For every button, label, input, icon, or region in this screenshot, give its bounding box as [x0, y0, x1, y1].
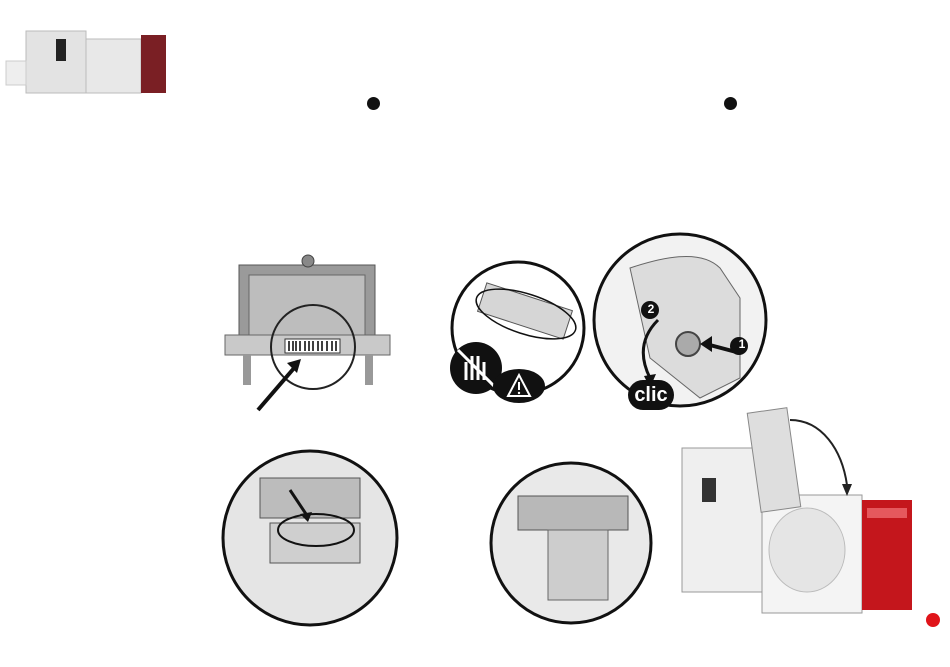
- clic-label: clic: [628, 380, 674, 410]
- warning-triangle-icon: [492, 368, 546, 404]
- print-head-illustration: [225, 255, 390, 415]
- step-number-two: 2: [644, 302, 658, 316]
- printer-thumbnail-icon: [6, 25, 171, 97]
- step-number-one: 1: [735, 337, 749, 351]
- step-bullet-left: [367, 97, 380, 110]
- step-bullet-right: [724, 97, 737, 110]
- clic-installation-illustration: [590, 228, 770, 413]
- page-marker-dot: [926, 613, 940, 627]
- print-head-installed-illustration: [220, 448, 400, 628]
- printer-open-lid-illustration: [672, 400, 922, 632]
- print-head-carriage-illustration: [488, 460, 654, 626]
